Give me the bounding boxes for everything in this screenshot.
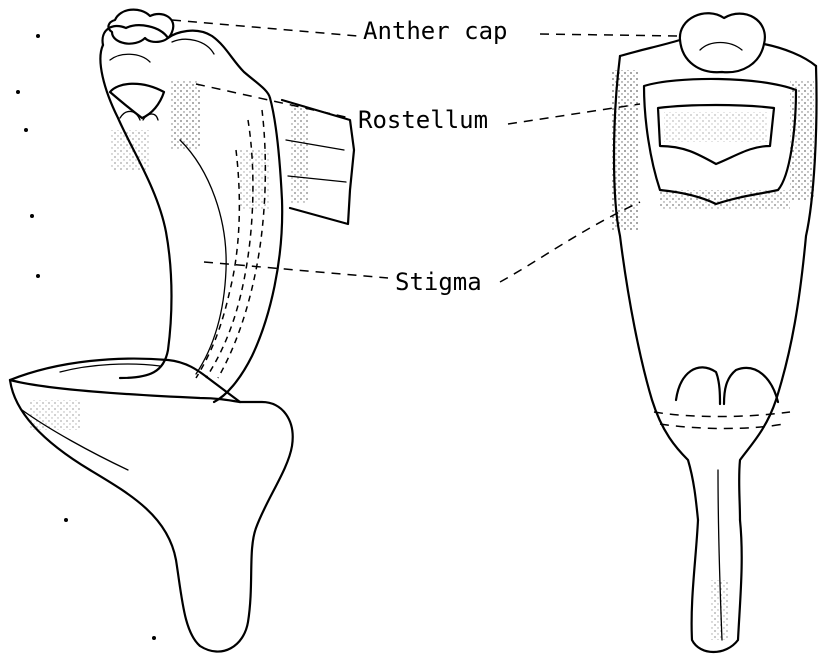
label-anther-cap: Anther cap	[360, 17, 511, 45]
column-side-view	[10, 10, 354, 652]
side-rostellum-cavity	[110, 84, 164, 118]
side-column-outline-back	[100, 45, 171, 378]
leader-anther-left	[172, 20, 358, 36]
leader-stigma-left	[204, 262, 388, 278]
label-rostellum: Rostellum	[355, 106, 491, 134]
side-foot-platform	[10, 359, 240, 402]
label-stigma: Stigma	[392, 268, 485, 296]
front-stigma-lobes	[676, 367, 778, 404]
side-column-outline-front	[214, 98, 282, 402]
leader-anther-right	[540, 34, 680, 36]
margin-specks	[16, 34, 156, 640]
column-front-view	[612, 13, 817, 652]
